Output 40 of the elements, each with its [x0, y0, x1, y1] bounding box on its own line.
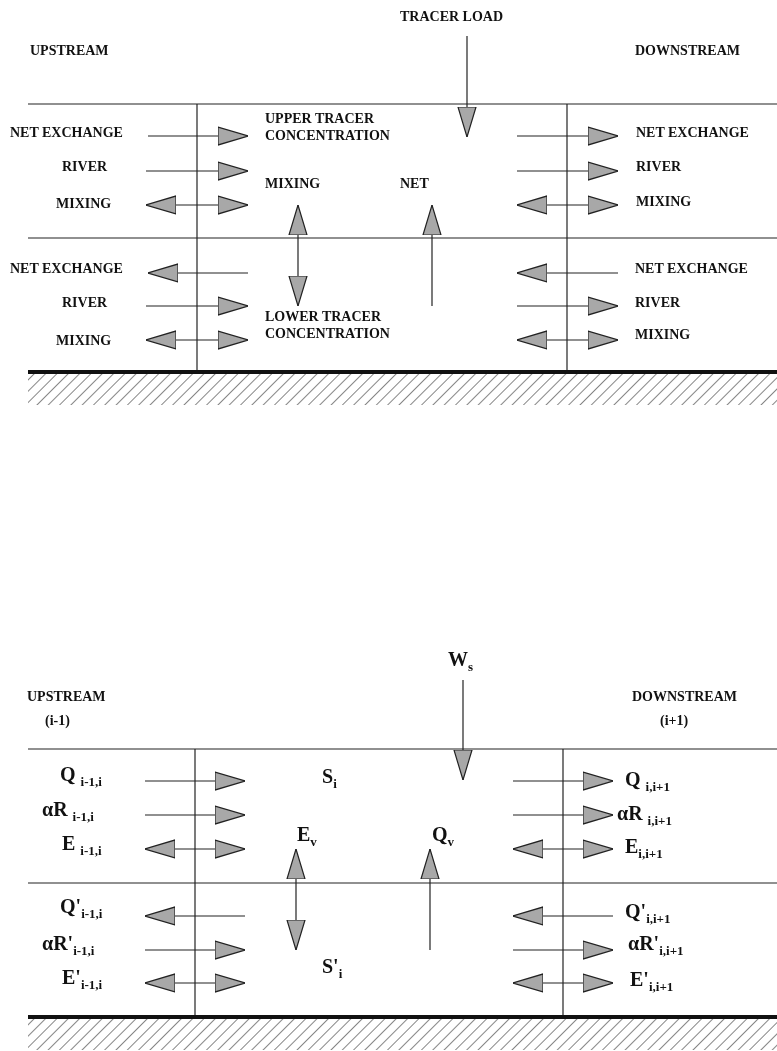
- flux-symbol: E$_{i,i+1}$: [625, 835, 663, 863]
- flux-symbol: Q $_{i,i+1}$: [625, 768, 670, 796]
- flux-label: RIVER: [635, 294, 681, 311]
- flux-symbol: αR $_{i-1,i}$: [42, 798, 94, 826]
- flux-symbol: E'$_{i-1,i}$: [62, 966, 103, 994]
- flux-label: RIVER: [62, 158, 108, 175]
- flux-label: MIXING: [265, 175, 321, 192]
- flux-label: NET: [400, 175, 429, 192]
- boundary-label: DOWNSTREAM: [635, 42, 740, 59]
- flux-symbol: E $_{i-1,i}$: [62, 832, 102, 860]
- flux-symbol: Q'$_{i,i+1}$: [625, 900, 671, 928]
- flux-label: MIXING: [636, 193, 692, 210]
- flux-symbol: E$_{v}$: [297, 823, 317, 851]
- flux-label: MIXING: [56, 195, 112, 212]
- flux-symbol: E'$_{i,i+1}$: [630, 968, 674, 996]
- flux-label: MIXING: [635, 326, 691, 343]
- flux-symbol: Q $_{i-1,i}$: [60, 763, 102, 791]
- segment-index: (i+1): [660, 712, 689, 729]
- flux-symbol: Q$_{v}$: [432, 823, 455, 851]
- flux-label: NET EXCHANGE: [10, 260, 123, 277]
- flux-label: NET EXCHANGE: [636, 124, 749, 141]
- flux-symbol: Q'$_{i-1,i}$: [60, 895, 103, 923]
- flux-label: RIVER: [636, 158, 682, 175]
- flux-symbol: αR'$_{i-1,i}$: [42, 932, 95, 960]
- flux-label: RIVER: [62, 294, 108, 311]
- flux-symbol: αR'$_{i,i+1}$: [628, 932, 684, 960]
- flux-symbol: αR $_{i,i+1}$: [617, 802, 672, 830]
- flux-label: NET EXCHANGE: [635, 260, 748, 277]
- concentration-symbol: S$_{i}$: [322, 765, 337, 793]
- layer-label: LOWER TRACER CONCENTRATION: [265, 308, 391, 342]
- load-label: TRACER LOAD: [400, 8, 504, 25]
- flux-label: MIXING: [56, 332, 112, 349]
- boundary-label: UPSTREAM: [27, 688, 106, 705]
- segment-index: (i-1): [45, 712, 70, 729]
- layer-label: UPPER TRACER CONCENTRATION: [265, 110, 391, 144]
- boundary-label: UPSTREAM: [30, 42, 109, 59]
- concentration-symbol: S'$_{i}$: [322, 955, 343, 983]
- load-symbol: W$_{s}$: [448, 648, 474, 676]
- boundary-label: DOWNSTREAM: [632, 688, 737, 705]
- flux-label: NET EXCHANGE: [10, 124, 123, 141]
